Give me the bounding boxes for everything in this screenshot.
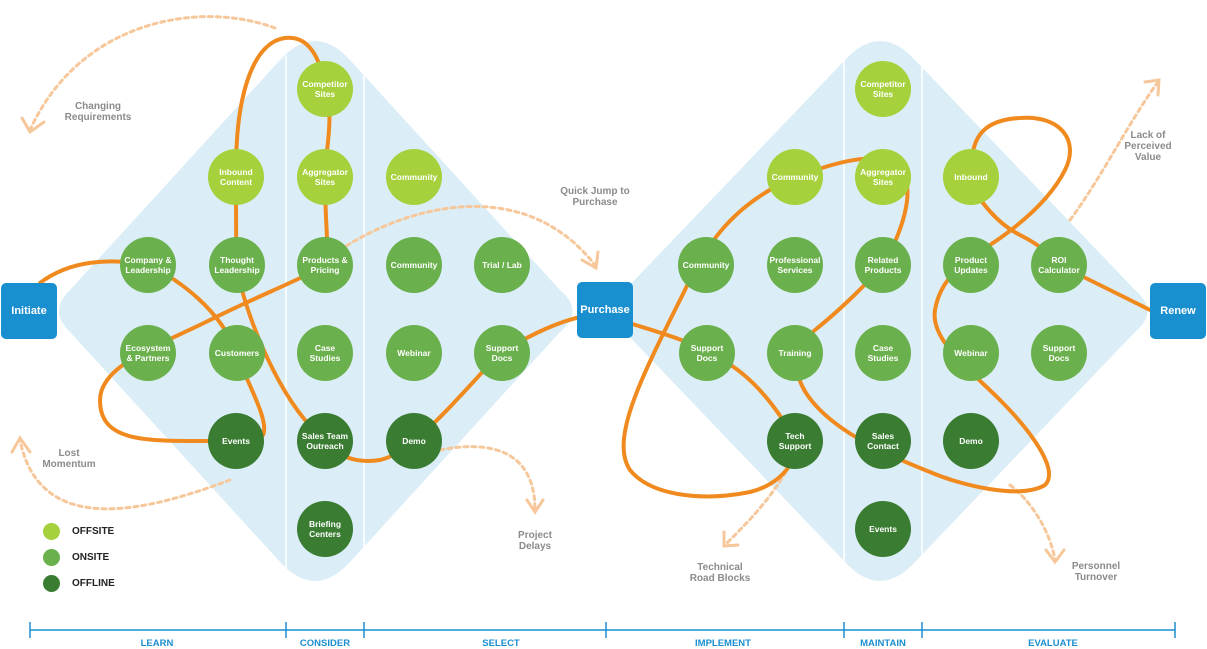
node-demo: Demo [386,413,442,469]
changing-requirements-arrow [28,15,277,132]
personnel-turnover-arrowhead [1044,548,1066,565]
renew-stage: Renew [1150,283,1206,339]
journey-right-loop [618,115,1152,499]
lack-of-value-arrowhead [1143,78,1161,97]
node-inbound-content: Inbound Content [208,149,264,205]
timeline [29,622,1176,638]
journey-path [38,35,1152,499]
project-delays-arrow [438,445,537,512]
legend-offline-label: OFFLINE [72,578,115,589]
personnel-turnover-arrow [1008,483,1057,562]
node-competitor-sites-maintain: Competitor Sites [855,61,911,117]
node-case-studies: Case Studies [297,325,353,381]
legend-offsite-dot [43,523,60,540]
annotation-arrows [10,15,1161,565]
legend-onsite-label: ONSITE [72,552,110,563]
node-customers: Customers [209,325,265,381]
lost-momentum-arrow [18,438,232,511]
legend-offsite-label: OFFSITE [72,526,115,537]
node-aggregator-sites: Aggregator Sites [297,149,353,205]
note-quick-jump: Quick Jump to Purchase [560,186,630,208]
legend-onsite-dot [43,549,60,566]
node-community: Community [386,237,442,293]
note-project-delays: Project Delays [518,530,552,552]
node-webinar: Webinar [386,325,442,381]
changing-requirements-arrowhead [20,116,46,135]
note-personnel-turnover: Personnel Turnover [1071,561,1121,583]
phase-implement: IMPLEMENT [695,638,751,649]
node-events-learn: Events [208,413,264,469]
lost-momentum-arrowhead [10,435,32,454]
node-tech-support: Tech Support [767,413,823,469]
phase-consider: CONSIDER [299,638,351,649]
node-company-leadership: Company & Leadership [120,237,176,293]
node-community-implement: Community [678,237,734,293]
node-training: Training [767,325,823,381]
node-webinar-evaluate: Webinar [943,325,999,381]
node-support-docs-implement: Support Docs [679,325,735,381]
node-related-products: Related Products [855,237,911,293]
journey-left-loop [38,35,592,463]
node-demo-evaluate: Demo [943,413,999,469]
note-technical-road-blocks: Technical Road Blocks [689,562,751,584]
lack-of-value-arrow [1068,80,1160,222]
quick-jump-arrowhead [580,250,600,271]
node-support-docs: Support Docs [474,325,530,381]
node-briefing-centers: Briefing Centers [297,501,353,557]
node-aggregator-sites-maintain: Aggregator Sites [855,149,911,205]
node-events-maintain: Events [855,501,911,557]
phase-select: SELECT [482,638,520,649]
phase-maintain: MAINTAIN [860,638,906,649]
left-diamond [59,41,573,581]
column-separators [285,50,923,580]
node-sales-contact: Sales Contact [855,413,911,469]
node-trial-lab: Trial / Lab [474,237,530,293]
node-competitor-sites: Competitor Sites [297,61,353,117]
phase-evaluate: EVALUATE [1028,638,1078,649]
node-inbound: Inbound [943,149,999,205]
legend-offline-dot [43,575,60,592]
quick-jump-arrow [338,204,597,267]
purchase-stage: Purchase [577,282,633,338]
node-community-offsite: Community [386,149,442,205]
node-roi-calculator: ROI Calculator [1031,237,1087,293]
node-product-updates: Product Updates [943,237,999,293]
node-thought-leadership: Thought Leadership [209,237,265,293]
note-changing-requirements: Changing Requirements [64,101,132,123]
note-lack-of-value: Lack of Perceived Value [1124,130,1172,163]
technical-road-blocks-arrowhead [722,530,740,548]
initiate-stage: Initiate [1,283,57,339]
note-lost-momentum: Lost Momentum [42,448,96,470]
right-diamond [612,41,1148,581]
node-products-pricing: Products & Pricing [297,237,353,293]
node-support-docs-evaluate: Support Docs [1031,325,1087,381]
node-case-studies-maintain: Case Studies [855,325,911,381]
node-ecosystem-partners: Ecosystem & Partners [120,325,176,381]
project-delays-arrowhead [525,498,545,515]
phase-learn: LEARN [140,638,174,649]
node-sales-team-outreach: Sales Team Outreach [297,413,353,469]
node-professional-services: Professional Services [767,237,823,293]
node-community-offsite-implement: Community [767,149,823,205]
